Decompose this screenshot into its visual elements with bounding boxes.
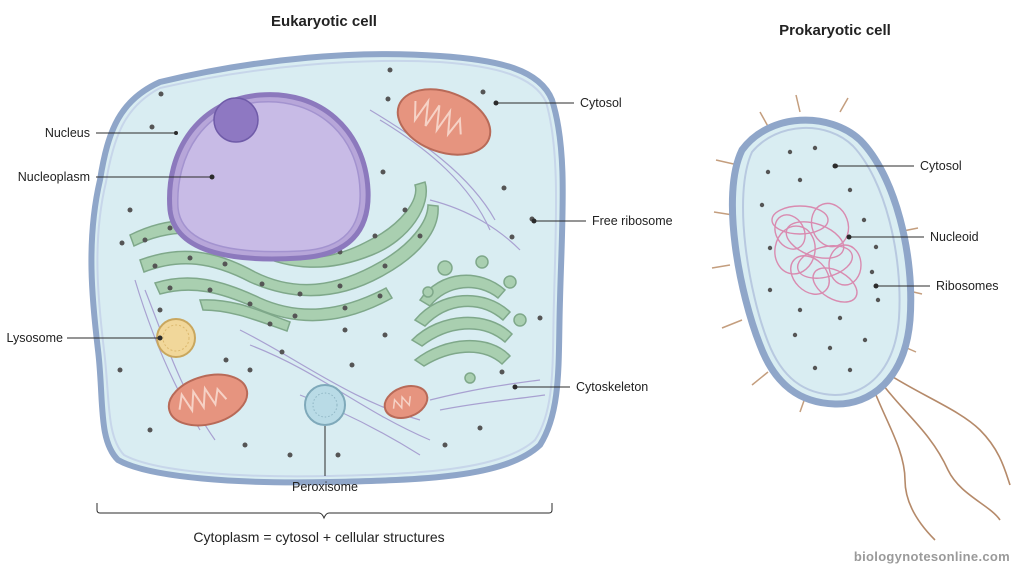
- eukaryotic-cell: [88, 51, 566, 486]
- label-peroxisome: Peroxisome: [292, 426, 358, 494]
- prokaryotic-cell-envelope: [728, 116, 915, 408]
- label-cytosol-text: Cytosol: [580, 96, 622, 110]
- label-lysosome-text: Lysosome: [6, 331, 63, 345]
- nucleoid: [771, 202, 862, 303]
- watermark: biologynotesonline.com: [854, 549, 1010, 564]
- label-ribosomes-text: Ribosomes: [936, 279, 999, 293]
- mitochondrion-bottom-left: [167, 373, 249, 427]
- nucleus: [167, 92, 371, 262]
- cytoplasm-bracket: [96, 503, 553, 520]
- free-ribosomes: [117, 67, 543, 458]
- eukaryotic-title: Eukaryotic cell: [271, 13, 377, 30]
- lysosome: [156, 318, 196, 358]
- label-cytoskeleton: Cytoskeleton: [512, 380, 648, 394]
- prokaryotic-title: Prokaryotic cell: [779, 22, 891, 39]
- eukaryotic-inner-membrane: [96, 59, 558, 478]
- prokaryotic-ribosomes: [759, 145, 881, 373]
- prokaryotic-cell: [711, 94, 1011, 541]
- cytoplasm-caption: Cytoplasm = cytosol + cellular structure…: [193, 529, 444, 545]
- peroxisome: [304, 384, 346, 426]
- label-nucleus-text: Nucleus: [45, 126, 90, 140]
- label-nucleoid-text: Nucleoid: [930, 230, 979, 244]
- nucleolus: [213, 97, 259, 143]
- label-free-ribosome-text: Free ribosome: [592, 214, 673, 228]
- label-free-ribosome: Free ribosome: [531, 214, 673, 228]
- label-ribosomes: Ribosomes: [873, 279, 999, 293]
- label-prok-cytosol-text: Cytosol: [920, 159, 962, 173]
- mitochondrion-top: [396, 88, 492, 156]
- mitochondrion-small: [383, 385, 429, 419]
- label-nucleoplasm: Nucleoplasm: [18, 170, 215, 184]
- label-nucleus: Nucleus: [45, 126, 178, 140]
- label-prok-cytosol: Cytosol: [832, 159, 962, 173]
- label-nucleoid: Nucleoid: [846, 230, 979, 244]
- golgi-apparatus: [410, 255, 527, 384]
- label-cytosol: Cytosol: [493, 96, 622, 110]
- prokaryotic-inner-membrane: [742, 127, 901, 397]
- label-cytoskeleton-text: Cytoskeleton: [576, 380, 648, 394]
- flagella: [871, 371, 1011, 541]
- label-peroxisome-text: Peroxisome: [292, 480, 358, 494]
- label-nucleoplasm-text: Nucleoplasm: [18, 170, 90, 184]
- label-lysosome: Lysosome: [6, 331, 163, 345]
